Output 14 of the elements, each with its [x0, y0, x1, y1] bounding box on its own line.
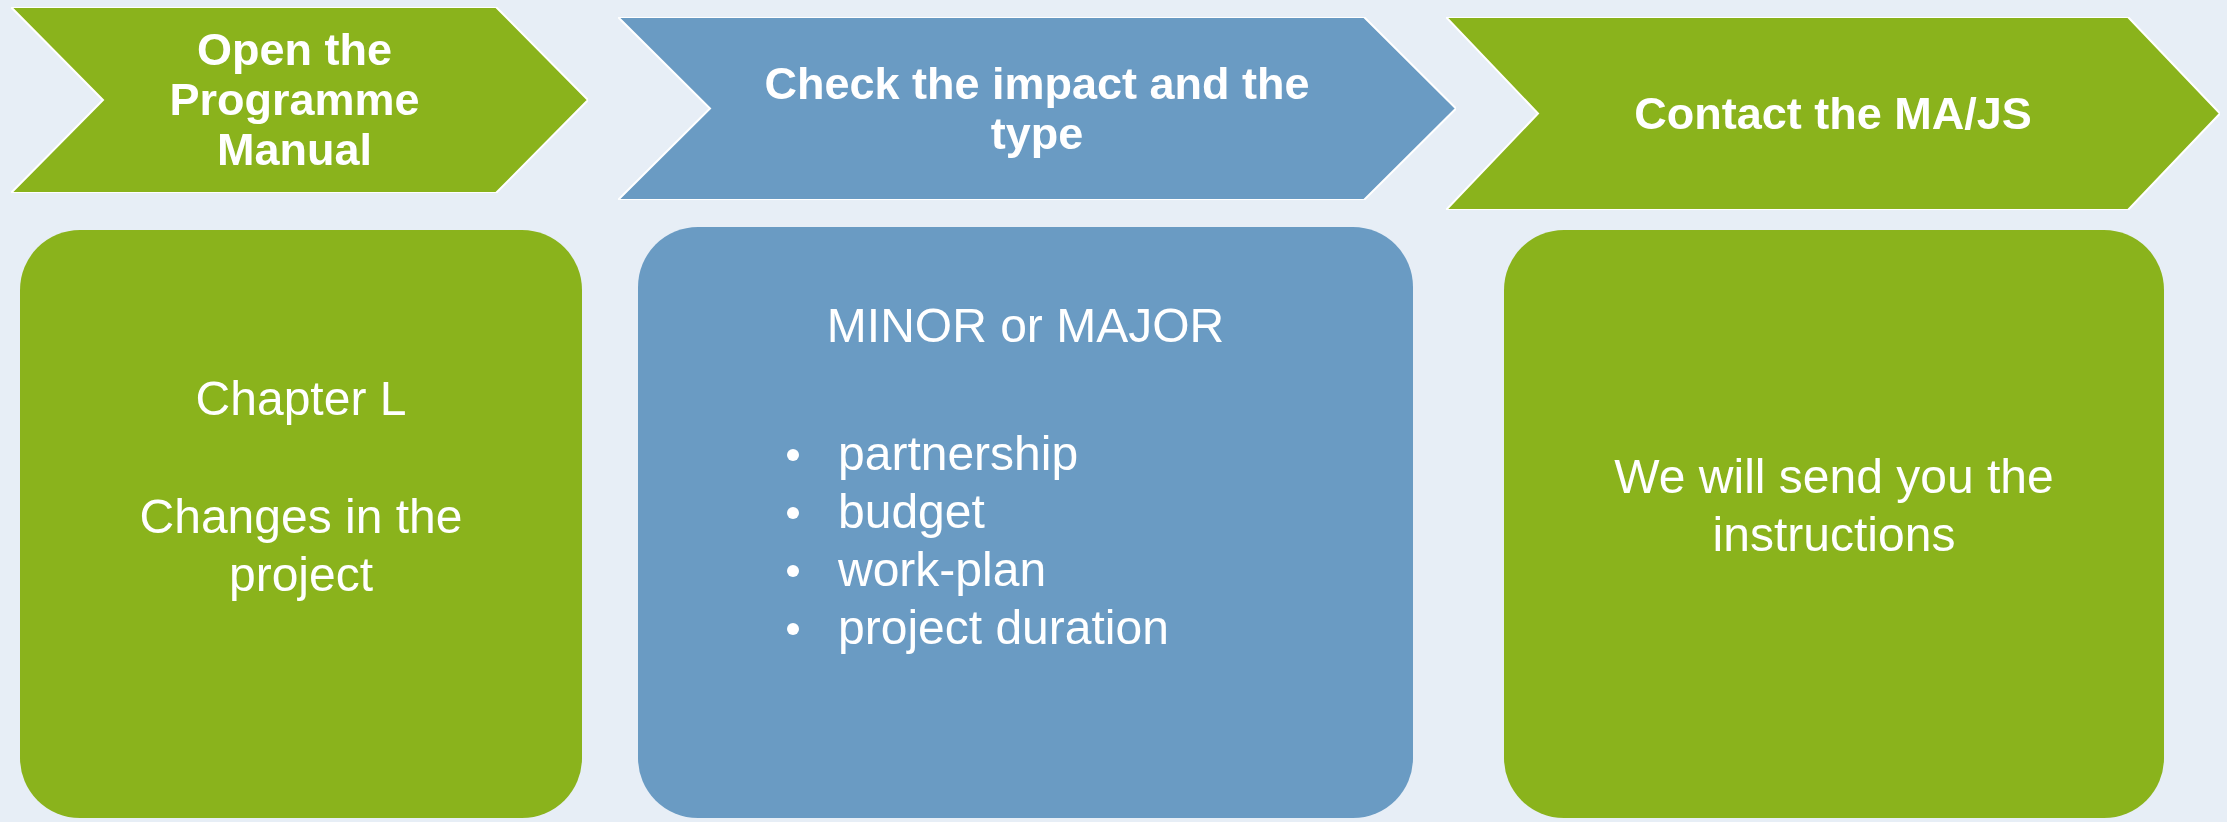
list-item: partnership: [838, 426, 1079, 482]
step-title: Contact the MA/JS: [1634, 88, 2032, 139]
info-card: [20, 230, 582, 818]
info-card: [1504, 230, 2164, 818]
list-item: project duration: [838, 600, 1169, 656]
step-title: Open the Programme Manual: [168, 25, 421, 175]
info-card: [638, 227, 1413, 818]
card-text: We will send you the instructions: [1613, 449, 2055, 563]
step-title: Check the impact and the type: [763, 58, 1311, 159]
list-item: budget: [838, 484, 985, 540]
card-heading: MINOR or MAJOR: [826, 298, 1225, 354]
list-item: work-plan: [838, 542, 1047, 598]
card-text: Changes in the project: [138, 489, 464, 603]
card-text: Chapter L: [195, 371, 407, 427]
